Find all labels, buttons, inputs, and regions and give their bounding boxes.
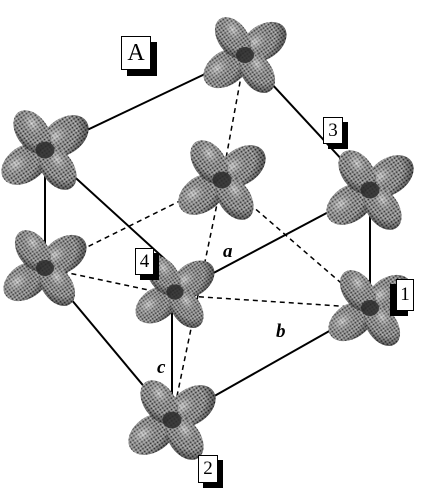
dashed-bonds — [44, 54, 371, 421]
orbital-center — [170, 133, 274, 227]
dash-center-down — [171, 179, 223, 421]
cell-edges — [44, 54, 371, 421]
orbital-left-lower — [0, 223, 95, 313]
dash-mid-right — [171, 294, 371, 309]
label-a-text: A — [121, 36, 151, 70]
label-2-text: 2 — [198, 455, 218, 483]
axis-label-a: a — [223, 241, 233, 262]
label-3-text: 3 — [323, 117, 343, 144]
orbital-top — [195, 10, 295, 100]
axis-label-c: c — [157, 357, 166, 378]
axis-label-b: b — [276, 321, 286, 342]
label-1-text: 1 — [396, 279, 414, 311]
label-4-text: 4 — [135, 248, 154, 275]
orbitals — [0, 10, 422, 467]
